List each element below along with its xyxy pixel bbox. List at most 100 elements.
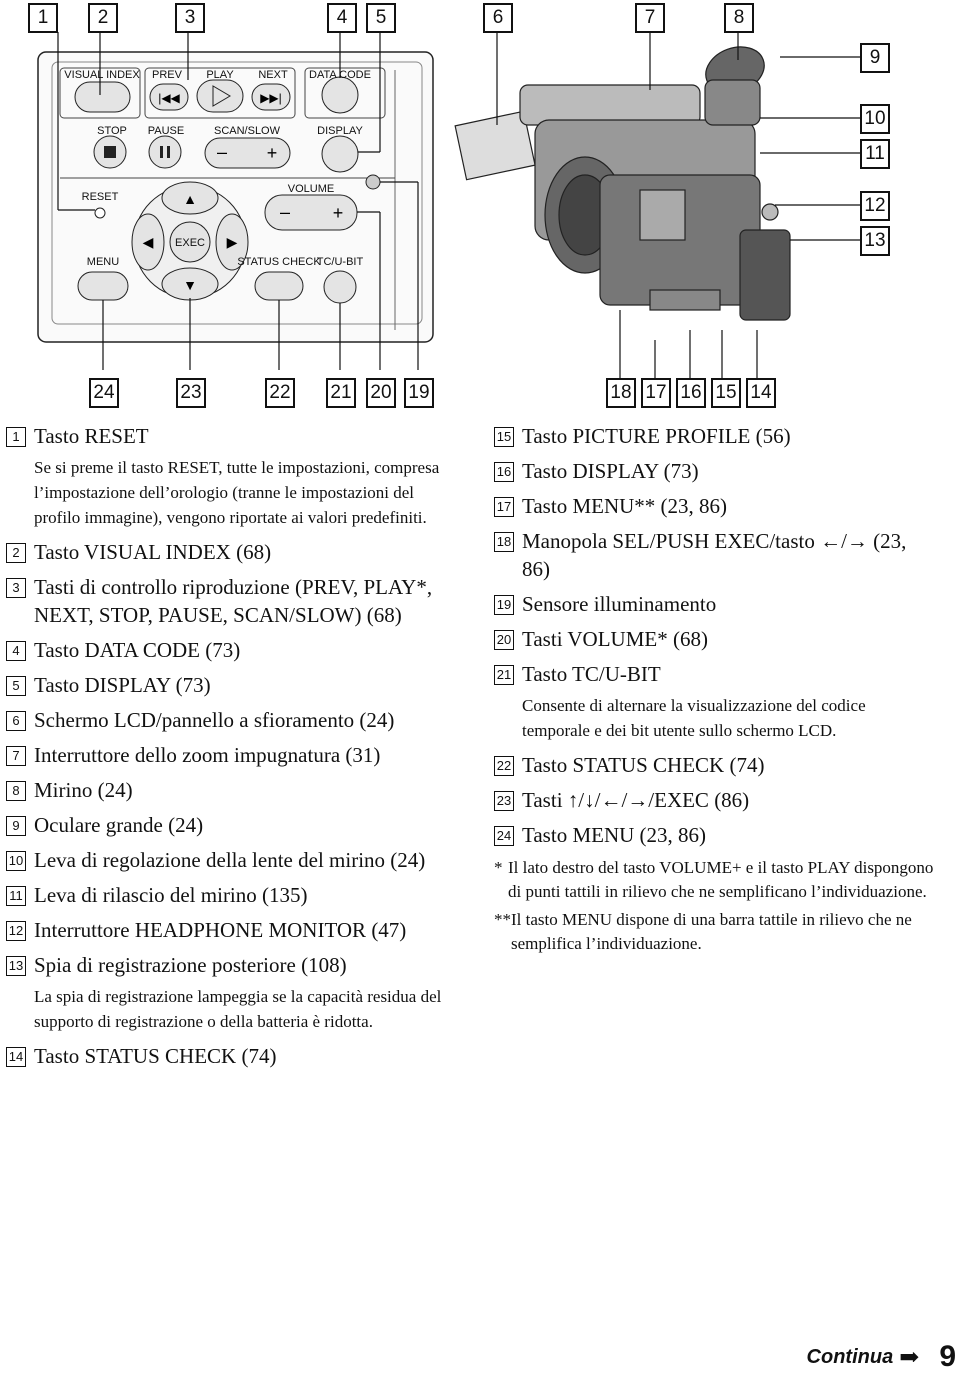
callout-18: 18 xyxy=(606,378,636,408)
svg-text:+: + xyxy=(333,203,344,223)
svg-text:PLAY: PLAY xyxy=(206,69,234,81)
item-number: 13 xyxy=(6,956,26,976)
list-item: 17 Tasto MENU** (23, 86) xyxy=(494,492,934,520)
list-item: 2 Tasto VISUAL INDEX (68) xyxy=(6,538,446,566)
item-number: 17 xyxy=(494,497,514,517)
pause-button xyxy=(148,135,182,169)
svg-text:DISPLAY: DISPLAY xyxy=(317,125,363,137)
svg-text:PAUSE: PAUSE xyxy=(148,125,184,137)
svg-text:VISUAL INDEX: VISUAL INDEX xyxy=(64,69,140,81)
item-number: 10 xyxy=(6,851,26,871)
list-item: 12 Interruttore HEADPHONE MONITOR (47) xyxy=(6,916,446,944)
item-description: Consente di alternare la visualizzazione… xyxy=(522,696,866,740)
list-item: 5 Tasto DISPLAY (73) xyxy=(6,671,446,699)
callout-20: 20 xyxy=(366,378,396,408)
play-button xyxy=(196,79,244,113)
item-title: Schermo LCD/pannello a sfioramento (24) xyxy=(34,708,395,732)
callout-6: 6 xyxy=(483,3,513,33)
callout-2: 2 xyxy=(88,3,118,33)
item-number: 18 xyxy=(494,532,514,552)
callout-9: 9 xyxy=(860,43,890,73)
svg-text:▶▶|: ▶▶| xyxy=(260,91,282,105)
tc-ubit-button xyxy=(323,270,357,304)
item-title: Tasto TC/U-BIT xyxy=(522,662,661,686)
callout-3: 3 xyxy=(175,3,205,33)
menu-button xyxy=(77,271,129,301)
light-sensor xyxy=(365,174,381,190)
callout-17: 17 xyxy=(641,378,671,408)
item-number: 12 xyxy=(6,921,26,941)
status-check-button xyxy=(254,271,304,301)
svg-text:▲: ▲ xyxy=(183,193,197,208)
item-number: 11 xyxy=(6,886,26,906)
item-number: 19 xyxy=(494,595,514,615)
item-title: Tasti VOLUME* (68) xyxy=(522,627,708,651)
svg-text:+: + xyxy=(267,143,278,163)
item-title: Tasto DATA CODE (73) xyxy=(34,638,241,662)
camcorder-illustration xyxy=(454,46,791,321)
svg-text:▶: ▶ xyxy=(227,236,238,251)
svg-text:MENU: MENU xyxy=(87,256,119,268)
item-title: Tasto MENU** (23, 86) xyxy=(522,494,728,518)
svg-text:NEXT: NEXT xyxy=(258,69,288,81)
callout-22: 22 xyxy=(265,378,295,408)
item-number: 21 xyxy=(494,665,514,685)
item-description: La spia di registrazione lampeggia se la… xyxy=(34,987,442,1031)
list-item: 8 Mirino (24) xyxy=(6,776,446,804)
item-number: 15 xyxy=(494,427,514,447)
list-item: 20 Tasti VOLUME* (68) xyxy=(494,625,934,653)
footnote: **Il tasto MENU dispone di una barra tat… xyxy=(494,908,934,956)
page-number: 9 xyxy=(939,1340,956,1373)
scan-slow-button xyxy=(204,137,291,169)
panel-inner xyxy=(51,61,423,325)
svg-text:SCAN/SLOW: SCAN/SLOW xyxy=(214,125,281,137)
item-number: 4 xyxy=(6,641,26,661)
item-title: Interruttore dello zoom impugnatura (31) xyxy=(34,743,381,767)
callout-11: 11 xyxy=(860,139,890,169)
item-number: 20 xyxy=(494,630,514,650)
item-title: Tasto DISPLAY (73) xyxy=(34,673,211,697)
item-title: Tasto VISUAL INDEX (68) xyxy=(34,540,272,564)
list-item: 21 Tasto TC/U-BIT xyxy=(494,660,934,688)
callout-10: 10 xyxy=(860,104,890,134)
item-number: 1 xyxy=(6,427,26,447)
item-title: Leva di rilascio del mirino (135) xyxy=(34,883,308,907)
callout-21: 21 xyxy=(326,378,356,408)
item-description: Se si preme il tasto RESET, tutte le imp… xyxy=(34,458,440,527)
callout-5: 5 xyxy=(366,3,396,33)
footnote-text: Il lato destro del tasto VOLUME+ e il ta… xyxy=(508,858,934,901)
item-title: Mirino (24) xyxy=(34,778,133,802)
footnote: * Il lato destro del tasto VOLUME+ e il t… xyxy=(494,856,934,904)
svg-text:VOLUME: VOLUME xyxy=(288,183,334,195)
prev-button xyxy=(149,83,189,111)
item-title: Sensore illuminamento xyxy=(522,592,717,616)
item-number: 22 xyxy=(494,756,514,776)
svg-text:RESET: RESET xyxy=(82,191,119,203)
item-number: 16 xyxy=(494,462,514,482)
item-title: Oculare grande (24) xyxy=(34,813,204,837)
item-number: 6 xyxy=(6,711,26,731)
item-title: Tasto MENU (23, 86) xyxy=(522,823,707,847)
list-item: 19 Sensore illuminamento xyxy=(494,590,934,618)
item-number: 5 xyxy=(6,676,26,696)
item-title: Interruttore HEADPHONE MONITOR (47) xyxy=(34,918,407,942)
item-number: 8 xyxy=(6,781,26,801)
list-item: 3 Tasti di controllo riproduzione (PREV, … xyxy=(6,573,446,629)
item-number: 2 xyxy=(6,543,26,563)
item-title: Tasti di controllo riproduzione (PREV, P… xyxy=(34,575,433,627)
callout-13: 13 xyxy=(860,226,890,256)
item-title: Manopola SEL/PUSH EXEC/tasto ←/→ (23, 86… xyxy=(522,529,907,581)
arrow-right-icon: ➡ xyxy=(899,1344,920,1371)
callout-16: 16 xyxy=(676,378,706,408)
footnote-mark: * xyxy=(494,858,503,877)
item-title: Leva di regolazione della lente del miri… xyxy=(34,848,426,872)
item-number: 3 xyxy=(6,578,26,598)
page-footer: Continua ➡ 9 xyxy=(807,1340,960,1374)
footnote-text: Il tasto MENU dispone di una barra tatti… xyxy=(511,910,912,953)
